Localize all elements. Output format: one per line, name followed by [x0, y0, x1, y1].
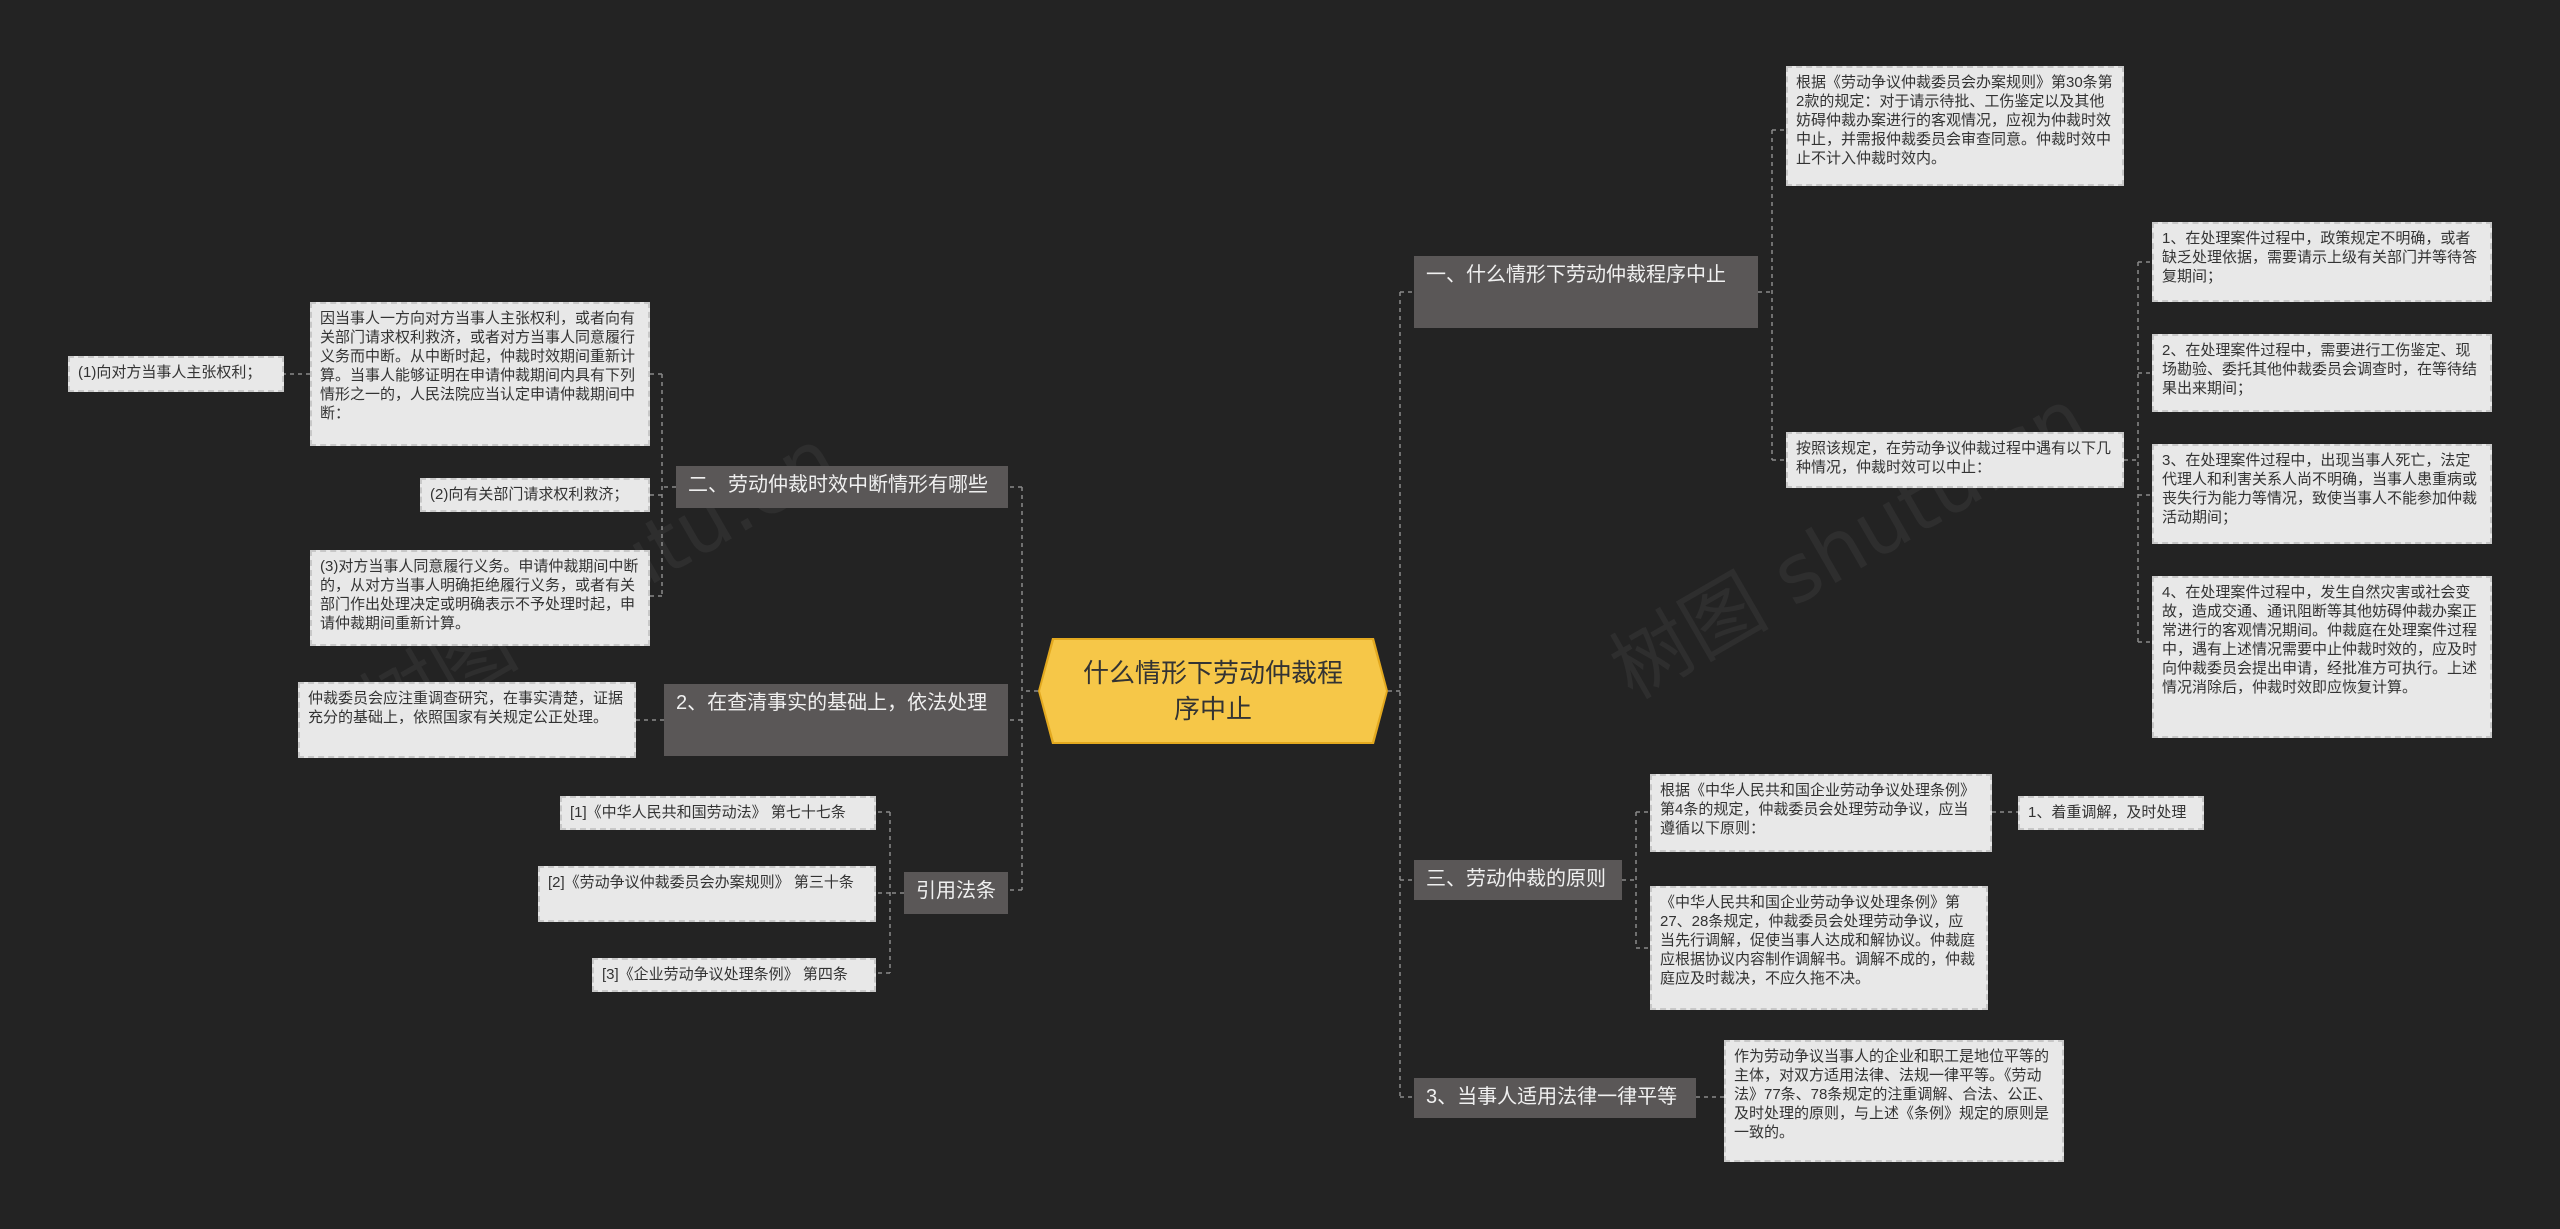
branch-references[interactable]: 引用法条 [904, 872, 1008, 914]
branch-interruption[interactable]: 二、劳动仲裁时效中断情形有哪些 [676, 466, 1008, 508]
leaf-interruption-item-2[interactable]: (2)向有关部门请求权利救济； [420, 478, 650, 512]
leaf-interruption-item-3[interactable]: (3)对方当事人同意履行义务。申请仲裁期间中断的，从对方当事人明确拒绝履行义务，… [310, 550, 650, 646]
leaf-interruption-desc[interactable]: 因当事人一方向对方当事人主张权利，或者向有关部门请求权利救济，或者对方当事人同意… [310, 302, 650, 446]
leaf-text: 根据《劳动争议仲裁委员会办案规则》第30条第2款的规定：对于请示待批、工伤鉴定以… [1796, 74, 2113, 167]
leaf-text: 3、在处理案件过程中，出现当事人死亡，法定代理人和利害关系人尚不明确，当事人患重… [2162, 452, 2478, 526]
leaf-text: [2]《劳动争议仲裁委员会办案规则》 第三十条 [548, 874, 854, 891]
leaf-text: 2、在处理案件过程中，需要进行工伤鉴定、现场勘验、委托其他仲裁委员会调查时，在等… [2162, 342, 2478, 397]
leaf-text: 4、在处理案件过程中，发生自然灾害或社会变故，造成交通、通讯阻断等其他妨碍仲裁办… [2162, 584, 2478, 696]
root-node[interactable]: 什么情形下劳动仲裁程序中止 [1040, 640, 1386, 742]
branch-label: 2、在查清事实的基础上，依法处理 [676, 692, 988, 714]
leaf-text: 《中华人民共和国企业劳动争议处理条例》第27、28条规定，仲裁委员会处理劳动争议… [1660, 894, 1976, 987]
branch-label: 二、劳动仲裁时效中断情形有哪些 [688, 474, 988, 496]
leaf-text: 作为劳动争议当事人的企业和职工是地位平等的主体，对双方适用法律、法规一律平等。《… [1734, 1048, 2053, 1141]
root-title: 什么情形下劳动仲裁程序中止 [1082, 658, 1343, 724]
reference-2[interactable]: [2]《劳动争议仲裁委员会办案规则》 第三十条 [538, 866, 876, 922]
leaf-text: 1、着重调解，及时处理 [2028, 804, 2187, 821]
leaf-text: (1)向对方当事人主张权利； [78, 364, 262, 381]
leaf-text: [3]《企业劳动争议处理条例》 第四条 [602, 966, 848, 983]
branch-when-suspended[interactable]: 一、什么情形下劳动仲裁程序中止 [1414, 256, 1758, 328]
branch-label: 三、劳动仲裁的原则 [1426, 868, 1606, 890]
branch-equality[interactable]: 3、当事人适用法律一律平等 [1414, 1078, 1696, 1118]
leaf-interruption-item-1[interactable]: (1)向对方当事人主张权利； [68, 356, 284, 392]
leaf-text: 仲裁委员会应注重调查研究，在事实清楚，证据充分的基础上，依照国家有关规定公正处理… [308, 690, 624, 726]
leaf-case-4[interactable]: 4、在处理案件过程中，发生自然灾害或社会变故，造成交通、通讯阻断等其他妨碍仲裁办… [2152, 576, 2492, 738]
leaf-principle-article-27-28[interactable]: 《中华人民共和国企业劳动争议处理条例》第27、28条规定，仲裁委员会处理劳动争议… [1650, 886, 1988, 1010]
leaf-principle-article-4[interactable]: 根据《中华人民共和国企业劳动争议处理条例》第4条的规定，仲裁委员会处理劳动争议，… [1650, 774, 1992, 852]
leaf-text: (3)对方当事人同意履行义务。申请仲裁期间中断的，从对方当事人明确拒绝履行义务，… [320, 558, 639, 632]
branch-facts[interactable]: 2、在查清事实的基础上，依法处理 [664, 684, 1008, 756]
branch-label: 一、什么情形下劳动仲裁程序中止 [1426, 264, 1726, 286]
reference-1[interactable]: [1]《中华人民共和国劳动法》 第七十七条 [560, 796, 876, 830]
leaf-text: 按照该规定，在劳动争议仲裁过程中遇有以下几种情况，仲裁时效可以中止： [1796, 440, 2112, 476]
reference-3[interactable]: [3]《企业劳动争议处理条例》 第四条 [592, 958, 876, 992]
leaf-text: 1、在处理案件过程中，政策规定不明确，或者缺乏处理依据，需要请示上级有关部门并等… [2162, 230, 2478, 285]
leaf-case-2[interactable]: 2、在处理案件过程中，需要进行工伤鉴定、现场勘验、委托其他仲裁委员会调查时，在等… [2152, 334, 2492, 412]
leaf-text: [1]《中华人民共和国劳动法》 第七十七条 [570, 804, 846, 821]
leaf-text: (2)向有关部门请求权利救济； [430, 486, 629, 503]
branch-principles[interactable]: 三、劳动仲裁的原则 [1414, 860, 1622, 900]
branch-label: 引用法条 [916, 880, 996, 902]
leaf-facts-desc[interactable]: 仲裁委员会应注重调查研究，在事实清楚，证据充分的基础上，依照国家有关规定公正处理… [298, 682, 636, 758]
leaf-rule-article-30[interactable]: 根据《劳动争议仲裁委员会办案规则》第30条第2款的规定：对于请示待批、工伤鉴定以… [1786, 66, 2124, 186]
leaf-text: 因当事人一方向对方当事人主张权利，或者向有关部门请求权利救济，或者对方当事人同意… [320, 310, 636, 422]
leaf-equality-desc[interactable]: 作为劳动争议当事人的企业和职工是地位平等的主体，对双方适用法律、法规一律平等。《… [1724, 1040, 2064, 1162]
branch-label: 3、当事人适用法律一律平等 [1426, 1086, 1678, 1108]
leaf-principle-1[interactable]: 1、着重调解，及时处理 [2018, 796, 2204, 830]
leaf-text: 根据《中华人民共和国企业劳动争议处理条例》第4条的规定，仲裁委员会处理劳动争议，… [1660, 782, 1976, 837]
leaf-suspension-cases-intro[interactable]: 按照该规定，在劳动争议仲裁过程中遇有以下几种情况，仲裁时效可以中止： [1786, 432, 2124, 488]
leaf-case-3[interactable]: 3、在处理案件过程中，出现当事人死亡，法定代理人和利害关系人尚不明确，当事人患重… [2152, 444, 2492, 544]
leaf-case-1[interactable]: 1、在处理案件过程中，政策规定不明确，或者缺乏处理依据，需要请示上级有关部门并等… [2152, 222, 2492, 302]
